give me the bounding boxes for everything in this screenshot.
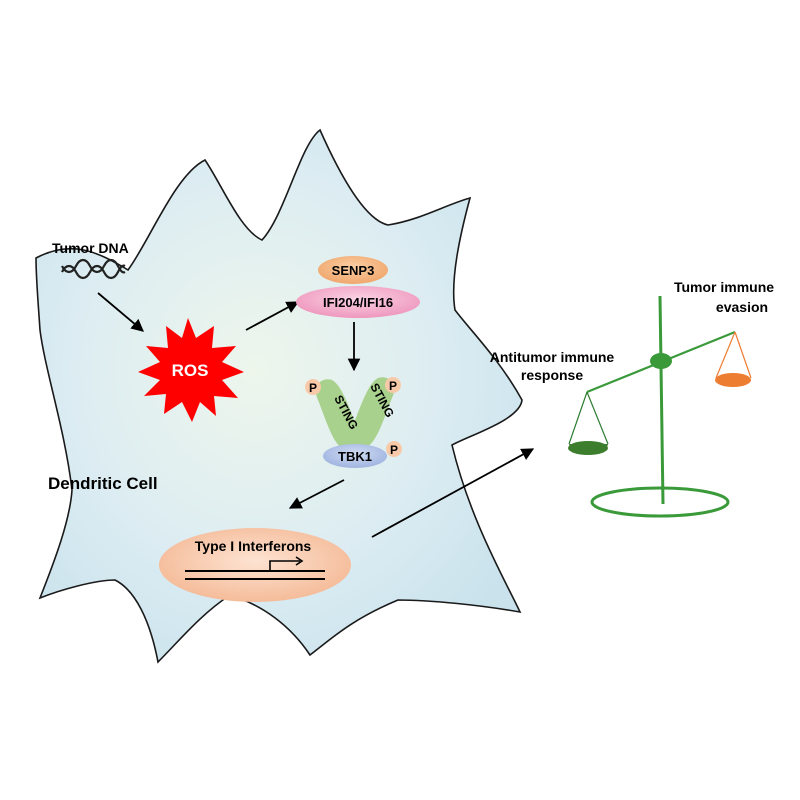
phospho-tbk1-label: P <box>390 443 398 457</box>
senp3-label: SENP3 <box>332 263 375 278</box>
sting-dimer <box>315 377 395 451</box>
left-pan-bowl <box>568 441 608 455</box>
tbk1-label: TBK1 <box>338 449 372 464</box>
evasion-label-line1: Tumor immune <box>674 279 774 295</box>
tbk1-protein <box>323 444 387 468</box>
interferon-nucleus <box>159 528 351 602</box>
ros-label: ROS <box>172 361 209 380</box>
phospho-tbk1: P <box>386 441 402 457</box>
antitumor-label-line2: response <box>521 367 583 383</box>
arrow-tbk1-to-ifn <box>288 479 345 509</box>
gene-transcription-icon <box>185 556 325 580</box>
balance-scale <box>568 295 752 518</box>
tumor-dna-label: Tumor DNA <box>52 240 129 256</box>
senp3-protein <box>318 256 388 284</box>
arrow-ifn-to-scale <box>371 448 535 538</box>
dendritic-cell-body <box>35 128 523 664</box>
antitumor-label-line1: Antitumor immune <box>490 349 615 365</box>
scale-pole <box>658 295 665 505</box>
phospho-left: P <box>305 379 321 395</box>
scale-pivot <box>650 353 672 369</box>
arrow-ros-to-ifi <box>245 301 300 331</box>
dendritic-cell-label: Dendritic Cell <box>48 474 158 493</box>
right-pan-bowl <box>715 373 751 387</box>
ifi-label: IFI204/IFI16 <box>323 295 393 310</box>
interferon-label: Type I Interferons <box>195 538 312 554</box>
dna-helix-icon <box>61 258 126 280</box>
phospho-left-label: P <box>309 381 317 395</box>
arrow-dna-to-ros <box>97 292 144 332</box>
phospho-right: P <box>385 377 401 393</box>
phospho-right-label: P <box>389 379 397 393</box>
ros-burst-icon <box>138 318 244 422</box>
scale-base <box>590 486 730 518</box>
evasion-label-line2: evasion <box>716 299 768 315</box>
ifi-protein <box>296 286 420 318</box>
